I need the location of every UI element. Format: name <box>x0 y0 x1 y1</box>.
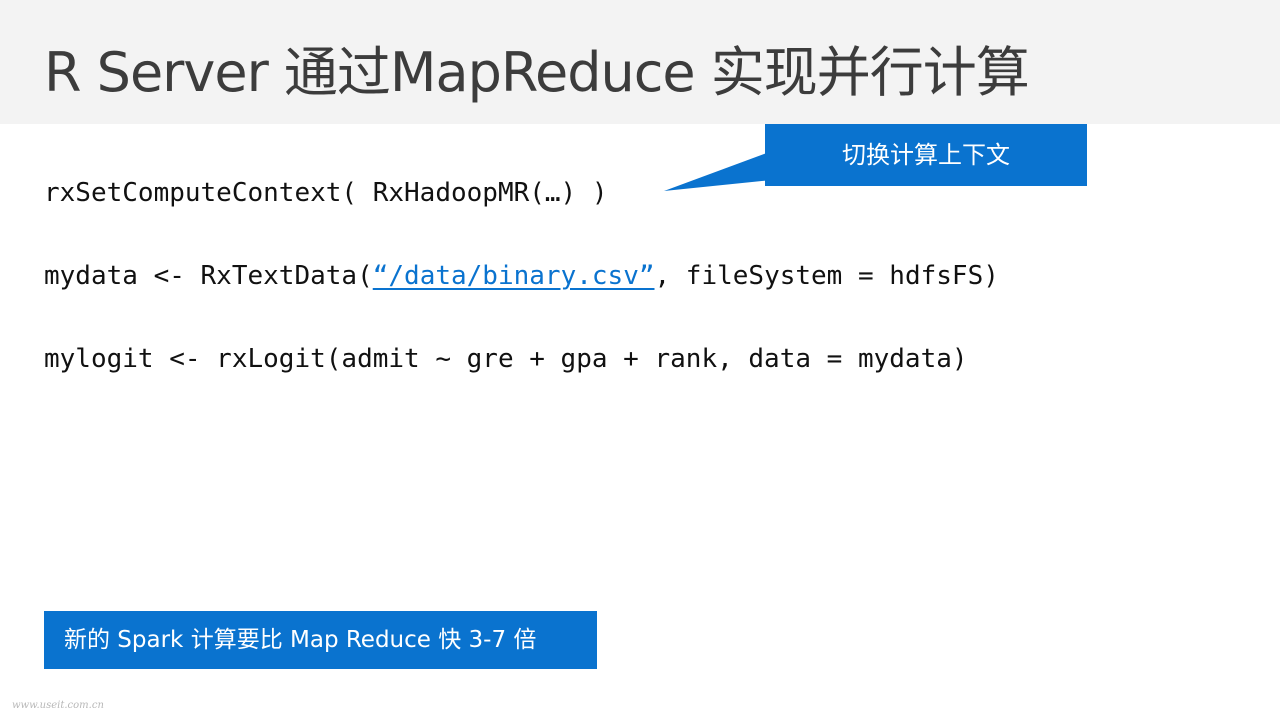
title-band <box>0 0 1280 124</box>
code-line-text-data-suffix: , fileSystem = hdfsFS) <box>654 261 999 291</box>
code-line-text-data: mydata <- RxTextData(“/data/binary.csv”,… <box>44 259 999 293</box>
code-line-logit: mylogit <- rxLogit(admit ~ gre + gpa + r… <box>44 344 968 374</box>
watermark: www.useit.com.cn <box>12 700 104 711</box>
slide-title: R Server 通过MapReduce 实现并行计算 <box>44 41 1030 104</box>
callout-text: 切换计算上下文 <box>842 141 1010 169</box>
code-line-compute-context: rxSetComputeContext( RxHadoopMR(…) ) <box>44 178 608 208</box>
code-line-text-data-prefix: mydata <- RxTextData( <box>44 261 373 291</box>
banner-text: 新的 Spark 计算要比 Map Reduce 快 3-7 倍 <box>64 627 537 653</box>
spark-speed-banner: 新的 Spark 计算要比 Map Reduce 快 3-7 倍 <box>44 611 597 669</box>
context-callout: 切换计算上下文 <box>765 124 1087 186</box>
csv-path-link[interactable]: “/data/binary.csv” <box>372 261 655 291</box>
